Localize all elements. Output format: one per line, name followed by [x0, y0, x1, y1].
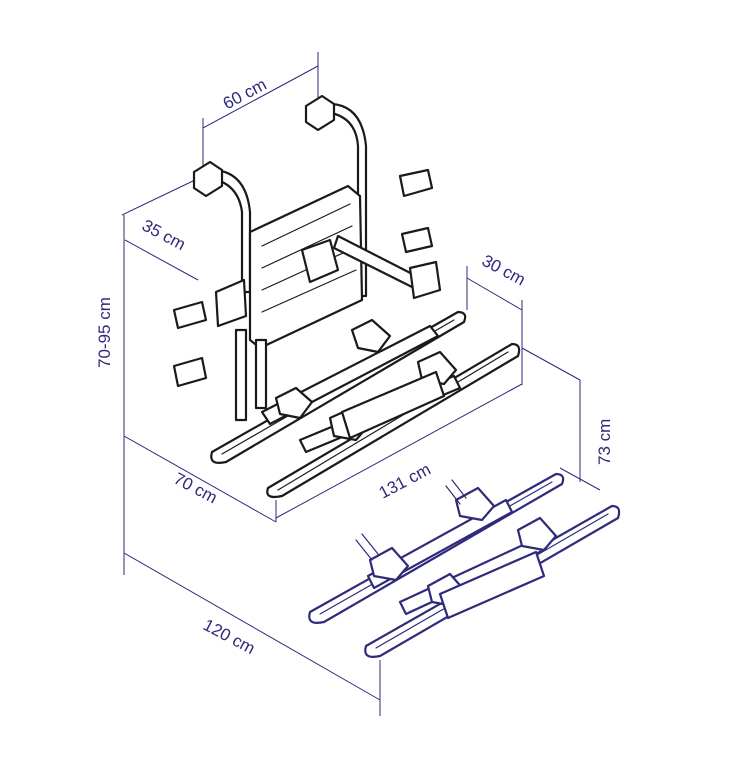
strap-holder-top-right — [398, 168, 434, 198]
ext-line-height-lowered-bottom — [559, 467, 601, 491]
wheel-clamp-1 — [274, 386, 314, 420]
mounted-bike-rack — [172, 94, 521, 499]
strap-holder-left-upper — [172, 300, 208, 330]
label-height-lowered: 73 cm — [595, 419, 614, 465]
label-height-mount: 70-95 cm — [95, 297, 114, 368]
left-top-bracket — [192, 160, 224, 198]
label-depth-base: 70 cm — [171, 469, 221, 508]
frame-holder-clamp-left — [300, 238, 340, 284]
lowered-center-support-housing — [438, 550, 546, 620]
dim-line-depth-total — [123, 552, 381, 701]
left-lower-leg — [234, 328, 248, 422]
lowered-clamp-arms — [355, 479, 467, 561]
label-rail-offset: 30 cm — [479, 251, 529, 290]
label-depth-arm: 35 cm — [139, 216, 189, 255]
rail-back-groove — [277, 351, 509, 491]
label-width-top: 60 cm — [220, 75, 270, 114]
frame-crossbars — [261, 203, 357, 313]
ext-line-depth-arm-top — [121, 179, 196, 216]
dim-line-rail-offset — [466, 277, 523, 311]
dim-line-depth-arm — [124, 239, 199, 281]
left-lower-leg-inner — [254, 338, 268, 410]
strap-holder-left-lower — [172, 356, 208, 388]
lowered-wheel-clamp-2 — [454, 486, 496, 522]
ext-line-height-lowered-top — [521, 347, 581, 381]
lowered-wheel-clamp-1 — [368, 546, 410, 582]
center-support-housing — [340, 370, 446, 440]
dimension-lines — [121, 52, 601, 716]
dim-line-width-top — [202, 65, 319, 129]
strap-holder-mid-right — [400, 226, 434, 254]
right-top-bracket — [304, 94, 336, 132]
label-depth-total: 120 cm — [200, 615, 258, 658]
dim-line-rail-length — [275, 383, 523, 519]
lowered-bike-rack — [308, 472, 621, 658]
label-rail-length: 131 cm — [376, 460, 434, 503]
lowered-wheel-clamp-4 — [516, 516, 558, 552]
dim-line-depth-base — [123, 435, 277, 523]
wheel-clamp-2 — [350, 318, 392, 354]
mounting-plate — [214, 278, 248, 328]
frame-holder-clamp-right — [408, 260, 442, 300]
